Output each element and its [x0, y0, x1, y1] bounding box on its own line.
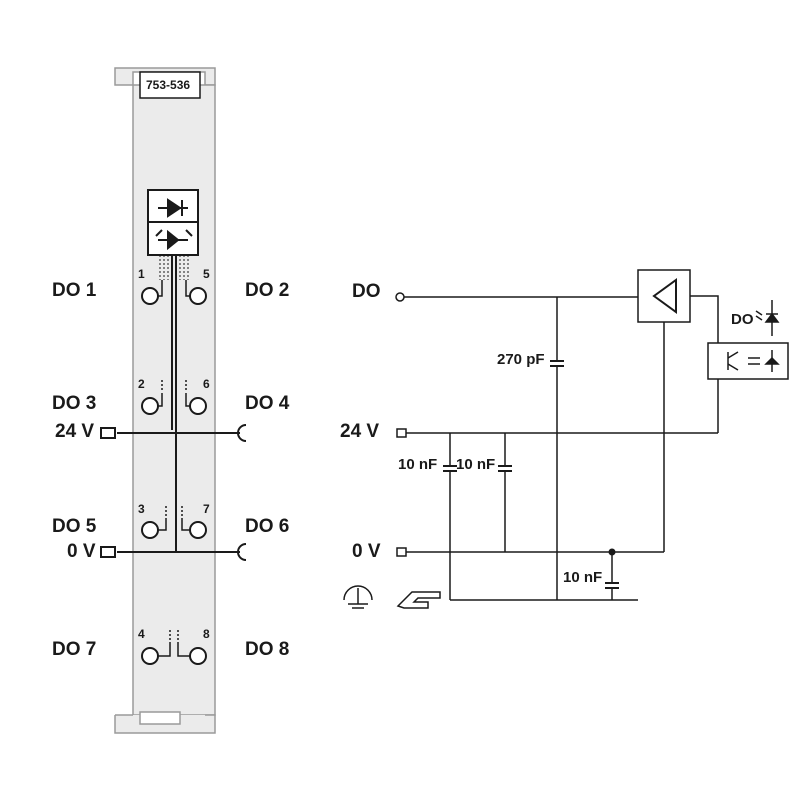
- label-do2: DO 2: [245, 280, 290, 301]
- terminal-number-2: 2: [138, 377, 145, 391]
- cap-10nf-ground-label: 10 nF: [563, 569, 603, 586]
- terminal-6: [189, 397, 207, 415]
- schematic: [395, 269, 789, 601]
- cap-270pf-label: 270 pF: [497, 351, 545, 368]
- label-do6: DO 6: [245, 516, 290, 537]
- terminal-links: [158, 280, 190, 657]
- terminal-0v-hook: [237, 543, 247, 561]
- schematic-24v-label: 24 V: [340, 421, 380, 442]
- terminal-24v-hook: [237, 424, 247, 442]
- label-24v: 24 V: [55, 421, 95, 442]
- internal-bus: [117, 255, 240, 553]
- terminal-3: [141, 521, 159, 539]
- label-do1: DO 1: [52, 280, 97, 301]
- part-number: 753-536: [146, 78, 191, 92]
- terminal-number-8: 8: [203, 627, 210, 641]
- status-led-block: [147, 189, 199, 256]
- schematic-24v-terminal: [396, 428, 407, 438]
- terminal-number-1: 1: [138, 267, 145, 281]
- cap-10nf-1-label: 10 nF: [398, 456, 438, 473]
- schematic-do-label: DO: [352, 281, 381, 302]
- do-terminal: [395, 292, 405, 302]
- terminal-number-4: 4: [138, 627, 145, 641]
- terminal-1: [141, 287, 159, 305]
- terminal-4: [141, 647, 159, 665]
- terminal-5: [189, 287, 207, 305]
- schematic-0v-label: 0 V: [352, 541, 381, 562]
- terminal-8: [189, 647, 207, 665]
- label-do4: DO 4: [245, 393, 290, 414]
- led-do-label: DO: [731, 311, 754, 328]
- terminal-number-6: 6: [203, 377, 210, 391]
- led-signal-lines: [159, 255, 189, 280]
- terminal-24v-square: [100, 427, 116, 439]
- optocoupler-symbols: [727, 350, 780, 372]
- label-do7: DO 7: [52, 639, 97, 660]
- label-do5: DO 5: [52, 516, 97, 537]
- label-0v: 0 V: [67, 541, 96, 562]
- terminal-number-5: 5: [203, 267, 210, 281]
- output-driver: [637, 269, 691, 323]
- led-icon: [755, 300, 780, 336]
- cap-10nf-2-label: 10 nF: [456, 456, 496, 473]
- terminal-7: [189, 521, 207, 539]
- terminal-number-7: 7: [203, 502, 210, 516]
- terminal-0v-square: [100, 546, 116, 558]
- label-do8: DO 8: [245, 639, 290, 660]
- schematic-0v-terminal: [396, 547, 407, 557]
- part-number-box: [139, 71, 201, 99]
- ground-icon: [343, 585, 373, 609]
- junction-dot: [608, 548, 616, 556]
- terminal-2: [141, 397, 159, 415]
- terminal-connectors: [141, 287, 207, 665]
- label-do3: DO 3: [52, 393, 97, 414]
- din-rail-icon: [396, 591, 441, 609]
- terminal-number-3: 3: [138, 502, 145, 516]
